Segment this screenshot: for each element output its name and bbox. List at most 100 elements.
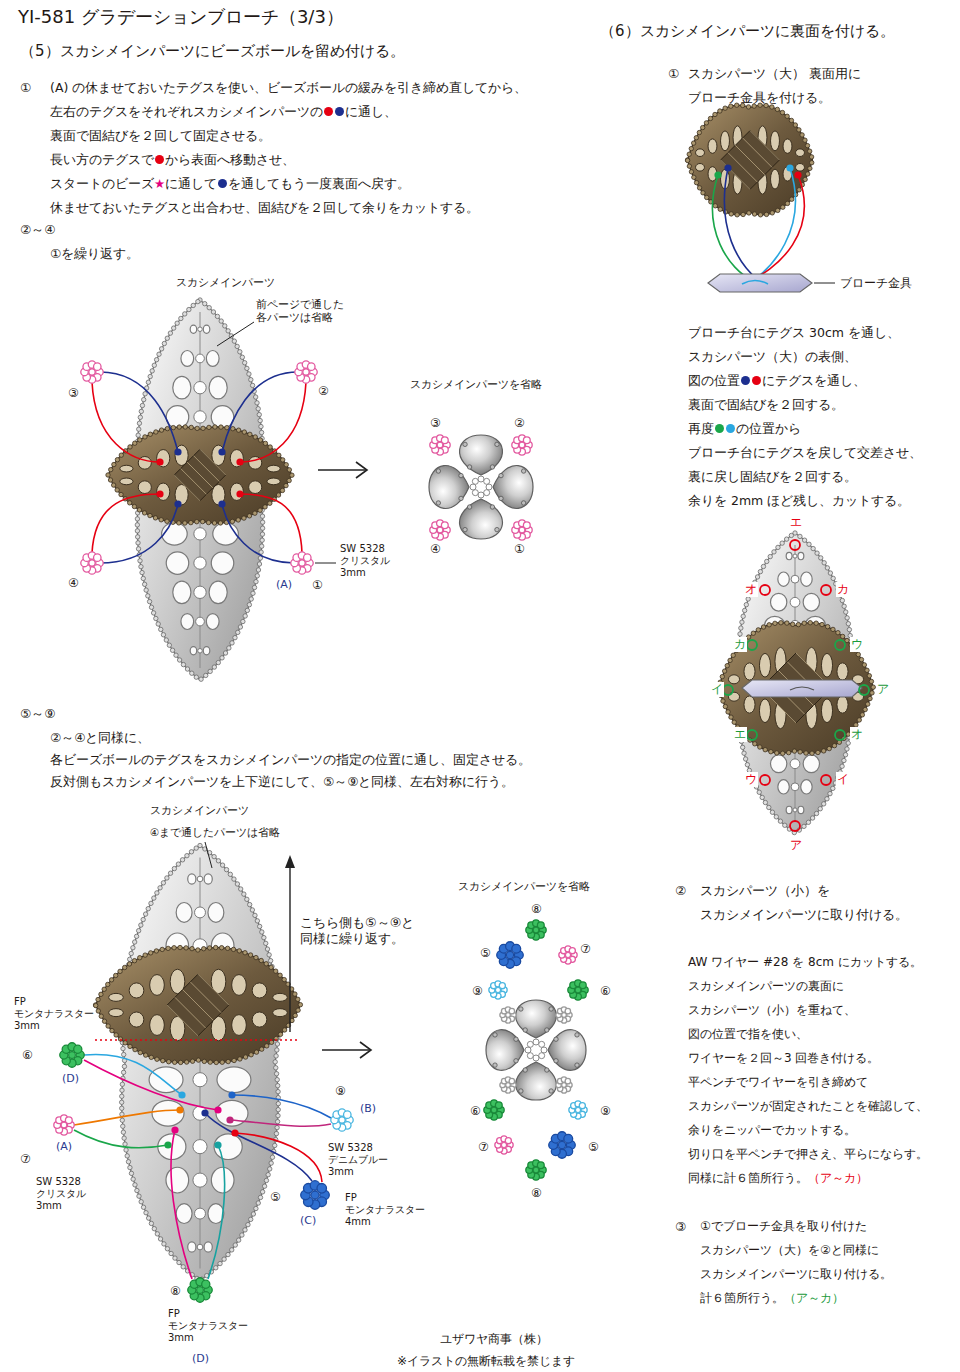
illustration-part [256,1201,260,1205]
illustration-part [217,1067,251,1093]
text-row: ※イラストの無断転載を禁じます [397,1354,575,1369]
instruction-text: スタートのビーズ [50,176,154,192]
callout-number: ⑧ [170,1284,181,1299]
illustration-part [700,125,704,129]
bead-ball [484,1100,504,1120]
bead-ball [54,1115,74,1135]
leader-line [289,862,290,1032]
illustration-part [149,951,153,955]
illustration-part [173,581,191,603]
illustration-part [106,473,110,477]
illustration-part [129,1012,144,1027]
illustration-part [252,585,256,589]
illustration-part [250,908,254,912]
text-row: SW 5328 クリスタル 3mm [340,543,402,579]
illustration-part [197,876,203,882]
illustration-part [149,1221,153,1225]
illustration-part [232,1015,247,1036]
text-row: 切り口を平ペンチで押さえ、平らにならす。 [688,1147,928,1162]
illustration-part [527,1053,533,1059]
callout-number: ② [318,384,329,399]
text-row: ③ [430,416,441,431]
illustration-part [138,559,142,563]
illustration-part [189,520,193,524]
illustration-part [771,131,780,151]
bead-ball [512,520,532,540]
illustration-part [135,535,139,539]
instruction-text: を通してもう一度裏面へ戻す。 [228,176,410,192]
bead-ball [526,920,546,940]
illustration-part [545,1068,549,1072]
illustration-part [258,418,262,422]
text-row: ④ [430,542,441,557]
illustration-part [575,1033,579,1037]
illustration-part [165,426,169,430]
callout-number: オ [744,582,758,597]
text-row: ② [514,416,525,431]
illustration-part [429,466,469,509]
illustration-part [870,691,874,695]
illustration-part [463,527,467,531]
text-row: イ [836,772,850,787]
illustration-part [146,906,150,910]
illustration-part [687,152,691,156]
instruction-text: スカシメインパーツを省略 [410,378,542,391]
thread-line [100,504,178,563]
thread-line [230,1120,331,1126]
illustration-part [176,1204,192,1224]
illustration-part [262,1184,266,1188]
callout-number: ア [789,838,803,853]
illustration-part [166,552,189,574]
illustration-part [212,854,216,858]
illustration-part [467,465,471,469]
wire-point [821,775,831,785]
illustration-part [260,1047,264,1051]
illustration-part [276,1101,280,1105]
illustration-part [495,527,499,531]
illustration-part [89,560,95,566]
illustration-part [747,211,751,215]
illustration-part [579,982,586,989]
illustration-part [208,902,224,922]
illustration-part [789,533,793,537]
illustration-part [199,677,203,681]
illustration-part [516,1062,557,1100]
instruction-text: スカシメインパーツ [150,804,249,817]
illustration-part [166,1060,170,1064]
text-row: ② [318,384,329,399]
illustration-part [463,442,467,446]
illustration-part [769,750,773,754]
illustration-part [264,1178,268,1182]
text-row: ブローチ金具 [840,276,912,291]
illustration-part [773,621,777,625]
text-row: 平ペンチでワイヤーを引き締めて [688,1075,868,1090]
illustration-part [268,958,272,962]
illustration-part [871,685,875,689]
illustration-part [96,1009,100,1013]
illustration-part [723,106,727,110]
illustration-part [243,1055,247,1059]
instruction-text: スカシメインパーツの裏面に [688,979,844,994]
wire-point [760,585,770,595]
illustration-part [131,946,135,950]
illustration-part [265,1044,269,1048]
callout-number: ④ [430,542,441,557]
illustration-part [238,887,242,891]
leader-line [318,469,366,471]
illustration-part [196,1058,200,1062]
text-row: ⑨ [600,1104,611,1119]
illustration-part [198,649,203,654]
illustration-part [866,702,870,706]
filigree-part-large [685,103,814,217]
illustration-part [761,625,765,629]
illustration-part [274,1131,278,1135]
illustration-part [245,608,249,612]
illustration-part [165,1247,169,1251]
illustration-part [486,1030,524,1071]
illustration-part [109,978,113,982]
illustration-part [245,366,249,370]
color-dot [324,107,333,116]
text-row: 休ませておいたテグスと出合わせ、固結びを２回して余りをカットする。 [50,200,479,216]
instruction-text: SW 5328 デニムブルー 3mm [328,1142,388,1177]
text-row: スカシメインパーツ [150,804,249,817]
